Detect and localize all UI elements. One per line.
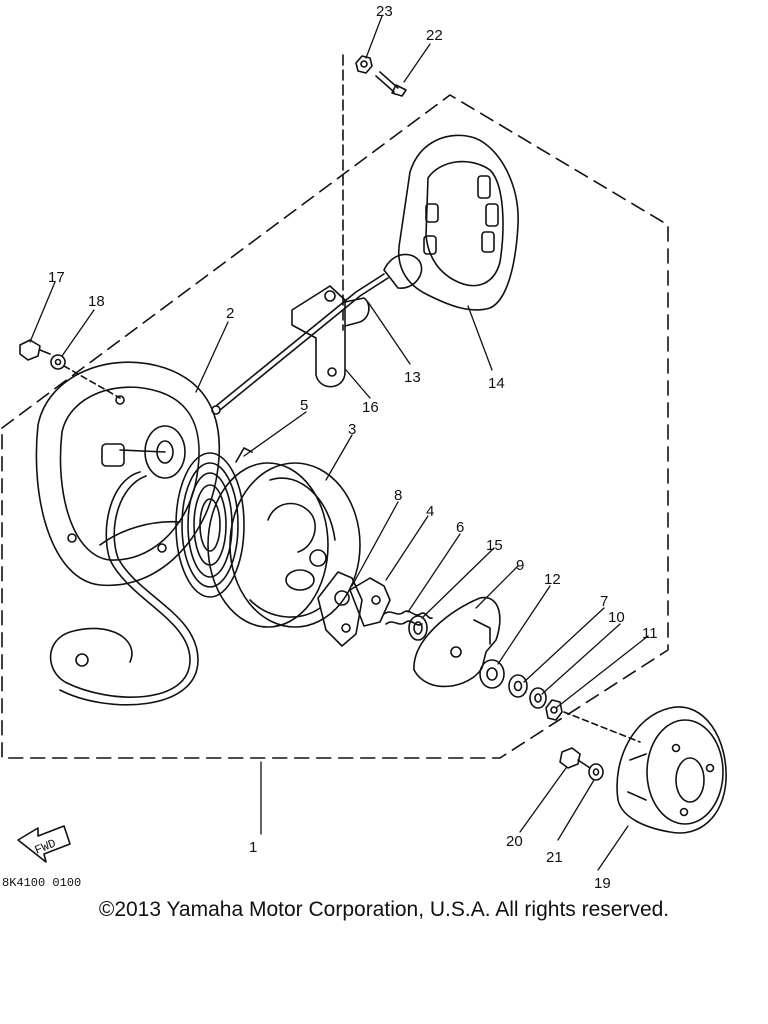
callout-6: 6 bbox=[456, 519, 464, 536]
callout-labels: 1 2 3 4 5 6 7 8 9 10 11 12 13 14 15 16 1… bbox=[2, 3, 658, 892]
spiral-spring-part-5 bbox=[175, 447, 253, 598]
pawl-part-4 bbox=[349, 577, 391, 627]
washer-part-12 bbox=[479, 659, 505, 689]
spring-part-6 bbox=[383, 610, 433, 626]
callout-21: 21 bbox=[546, 849, 563, 866]
callout-2: 2 bbox=[226, 305, 234, 322]
callout-5: 5 bbox=[300, 397, 308, 414]
callout-1: 1 bbox=[249, 839, 257, 856]
callout-19: 19 bbox=[594, 875, 611, 892]
callout-20: 20 bbox=[506, 833, 523, 850]
starter-rope bbox=[215, 273, 389, 411]
handle-grip-part-14 bbox=[383, 134, 519, 311]
drawing-code: 8K4100 0100 bbox=[2, 876, 81, 890]
washer-part-15 bbox=[408, 615, 428, 641]
callout-4: 4 bbox=[426, 503, 434, 520]
callout-3: 3 bbox=[348, 421, 356, 438]
callout-9: 9 bbox=[516, 557, 524, 574]
callout-17: 17 bbox=[48, 269, 65, 286]
callout-15: 15 bbox=[486, 537, 503, 554]
nut-part-11 bbox=[545, 699, 563, 721]
callout-12: 12 bbox=[544, 571, 561, 588]
washer-part-7 bbox=[508, 674, 528, 698]
washer-part-21 bbox=[588, 763, 604, 781]
bolt-part-22 bbox=[375, 71, 407, 97]
callout-22: 22 bbox=[426, 27, 443, 44]
callout-11: 11 bbox=[642, 625, 658, 642]
bolt-part-20 bbox=[559, 747, 591, 769]
callout-14: 14 bbox=[488, 375, 505, 392]
rope-guide-part-16 bbox=[291, 285, 370, 388]
washer-part-18 bbox=[50, 354, 121, 399]
leader-lines bbox=[29, 15, 649, 871]
copyright-notice: ©2013 Yamaha Motor Corporation, U.S.A. A… bbox=[98, 898, 670, 921]
parts-diagram: 1 2 3 4 5 6 7 8 9 10 11 12 13 14 15 16 1… bbox=[1, 3, 727, 892]
friction-plate-part-9 bbox=[413, 596, 501, 688]
callout-23: 23 bbox=[376, 3, 393, 20]
callout-13: 13 bbox=[404, 369, 421, 386]
washer-part-10 bbox=[529, 687, 547, 709]
drive-pulley-part-3 bbox=[207, 462, 361, 628]
stop-switch-wire bbox=[49, 471, 199, 706]
fwd-label: FWD bbox=[33, 837, 58, 858]
assembly-boundary bbox=[1, 94, 669, 759]
callout-7: 7 bbox=[600, 593, 608, 610]
callout-10: 10 bbox=[608, 609, 625, 626]
pulley-cover-part-19 bbox=[616, 706, 727, 834]
bolt-part-17 bbox=[19, 339, 51, 361]
callout-16: 16 bbox=[362, 399, 379, 416]
pawl-part-8 bbox=[317, 571, 363, 647]
callout-18: 18 bbox=[88, 293, 105, 310]
fwd-arrow-icon bbox=[17, 825, 71, 863]
callout-8: 8 bbox=[394, 487, 402, 504]
nut-part-23 bbox=[355, 55, 373, 74]
starter-case-part-2 bbox=[35, 361, 221, 587]
